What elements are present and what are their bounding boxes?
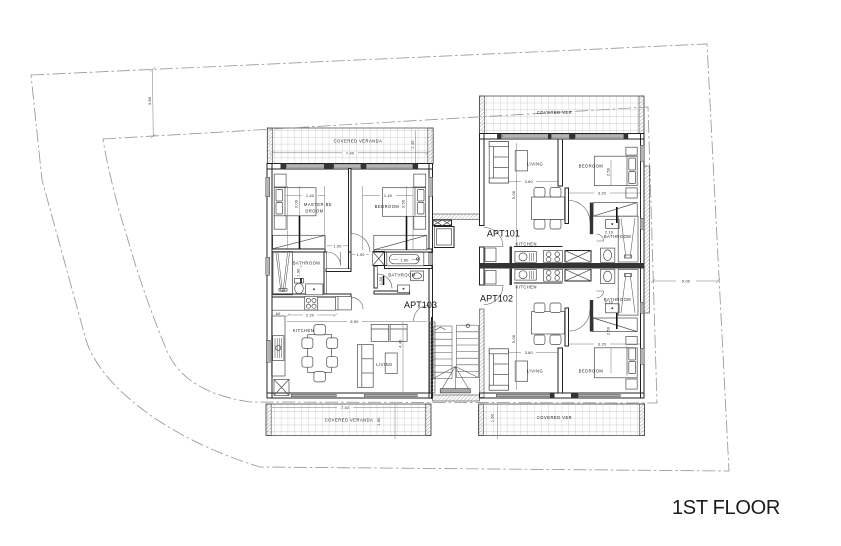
svg-text:3.60: 3.60 (525, 351, 533, 355)
svg-text:APT103: APT103 (404, 300, 437, 310)
svg-text:BATHROOM: BATHROOM (388, 273, 415, 278)
svg-text:KITCHEN: KITCHEN (515, 242, 536, 247)
svg-text:BEDROOM: BEDROOM (579, 164, 604, 169)
svg-text:2.20: 2.20 (306, 314, 314, 318)
svg-text:MASTER BE: MASTER BE (304, 202, 332, 207)
svg-text:1.00: 1.00 (356, 253, 364, 257)
svg-text:3.60: 3.60 (525, 180, 533, 184)
svg-text:LIVING: LIVING (376, 362, 392, 367)
svg-text:BATHROOM: BATHROOM (293, 261, 320, 266)
svg-text:COVERED VER: COVERED VER (537, 110, 572, 115)
svg-text:1.60: 1.60 (491, 414, 495, 422)
svg-text:3.50: 3.50 (402, 200, 406, 208)
svg-text:3.20: 3.20 (598, 343, 606, 347)
svg-text:1.40: 1.40 (411, 140, 415, 148)
svg-text:1.40: 1.40 (384, 194, 392, 198)
svg-text:9.00: 9.00 (682, 280, 690, 284)
svg-text:.60: .60 (275, 312, 281, 316)
svg-text:2.50: 2.50 (607, 168, 611, 176)
svg-text:COVERED VERANDA: COVERED VERANDA (325, 418, 374, 423)
svg-text:1.00: 1.00 (333, 244, 341, 248)
svg-text:5.00: 5.00 (512, 335, 516, 343)
svg-text:COVERED VER: COVERED VER (537, 415, 572, 420)
svg-text:3.80: 3.80 (148, 97, 152, 105)
svg-text:6.90: 6.90 (350, 320, 358, 324)
svg-text:BEDROOM: BEDROOM (579, 369, 604, 374)
svg-text:KITCHEN: KITCHEN (293, 328, 314, 333)
svg-text:4.40: 4.40 (399, 339, 403, 347)
svg-text:BATHROOM: BATHROOM (604, 234, 631, 239)
svg-text:2.10: 2.10 (605, 231, 613, 235)
svg-text:BEDROOM: BEDROOM (375, 204, 400, 209)
svg-text:1.60: 1.60 (377, 417, 381, 425)
svg-text:APT102: APT102 (480, 294, 513, 304)
svg-text:7.40: 7.40 (346, 151, 354, 155)
svg-text:APT101: APT101 (487, 229, 520, 239)
svg-text:COVERED VERANDA: COVERED VERANDA (334, 139, 383, 144)
svg-text:1.50: 1.50 (379, 277, 383, 285)
svg-text:7.40: 7.40 (341, 406, 349, 410)
svg-text:3.20: 3.20 (598, 192, 606, 196)
svg-text:BATHROOM: BATHROOM (604, 297, 631, 302)
svg-text:1.90: 1.90 (297, 268, 301, 276)
svg-text:1ST FLOOR: 1ST FLOOR (672, 497, 780, 519)
svg-text:1.40: 1.40 (306, 194, 314, 198)
svg-text:5.00: 5.00 (512, 191, 516, 199)
svg-text:KITCHEN: KITCHEN (515, 285, 536, 290)
svg-text:3.00: 3.00 (295, 200, 299, 208)
svg-text:LIVING: LIVING (527, 162, 543, 167)
svg-text:2.50: 2.50 (607, 327, 611, 335)
svg-text:LIVING: LIVING (527, 369, 543, 374)
svg-text:DROOM: DROOM (305, 209, 323, 214)
svg-text:2.10: 2.10 (605, 301, 613, 305)
svg-text:1.80: 1.80 (400, 258, 408, 262)
